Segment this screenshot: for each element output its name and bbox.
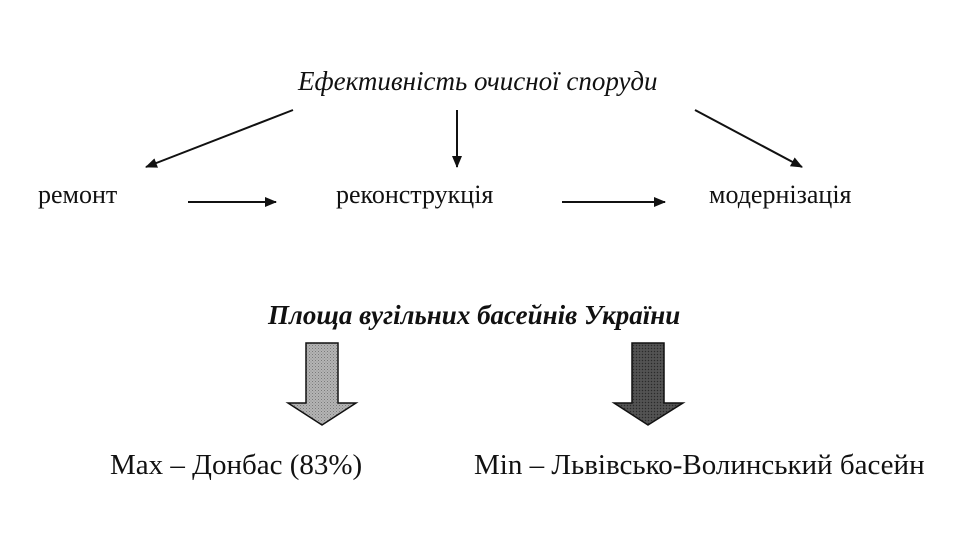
arrow-to-modernization [694, 109, 803, 168]
block-arrow-max [285, 342, 359, 426]
efficiency-title: Ефективність очисної споруди [298, 66, 658, 96]
arrow-to-repair [145, 109, 294, 168]
node-modernization: модернізація [709, 180, 852, 209]
block-arrow-min [611, 342, 686, 426]
node-repair: ремонт [38, 180, 118, 209]
min-result: Min – Львівсько-Волинський басейн [474, 449, 925, 481]
max-result: Max – Донбас (83%) [110, 449, 363, 481]
coal-basins-title: Площа вугільних басейнів України [268, 300, 681, 330]
node-reconstruction: реконструкція [336, 180, 494, 209]
